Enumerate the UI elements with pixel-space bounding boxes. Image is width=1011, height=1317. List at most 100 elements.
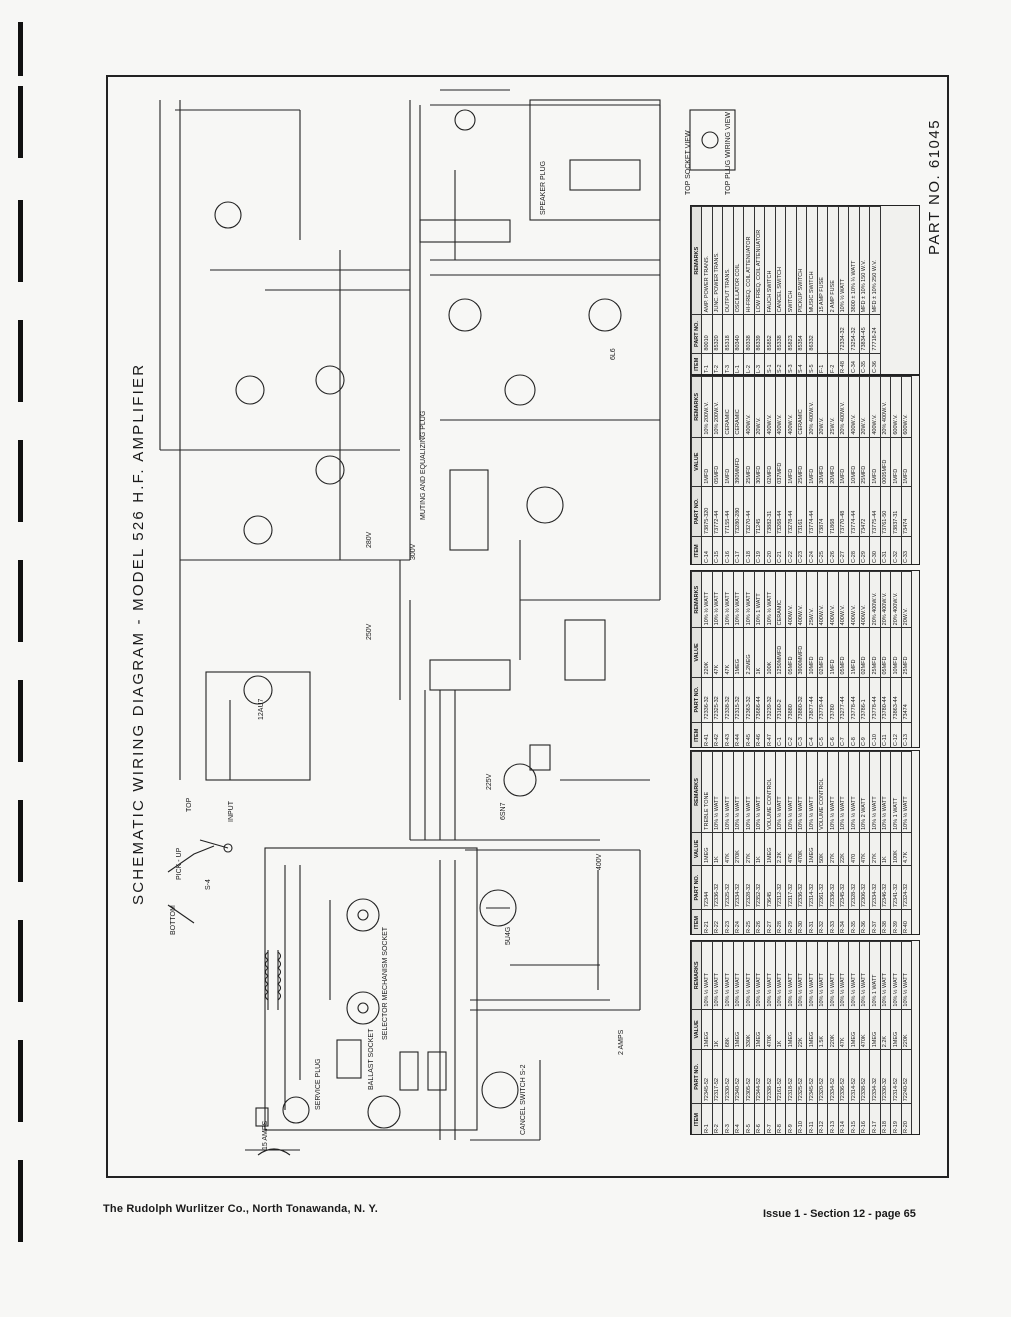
table-cell: 10% ½ WATT xyxy=(848,751,859,833)
table-cell: CANCEL SWITCH xyxy=(775,206,786,315)
table-cell: 10% 200W.V. xyxy=(701,376,712,438)
table-cell: C-2 xyxy=(785,722,796,747)
table-cell: 72305-52 xyxy=(743,1049,754,1104)
table-cell: R-28 xyxy=(775,909,786,934)
table-cell xyxy=(817,314,828,354)
table-cell: 10% ½ WATT xyxy=(838,941,849,1010)
table-cell: 400W.V. xyxy=(817,571,828,628)
table-cell: 72361-32 xyxy=(817,865,828,910)
table-cell: 10% ½ WATT xyxy=(722,571,733,628)
table-cell: 10% ½ WATT xyxy=(880,751,891,833)
table-cell: R-45 xyxy=(743,722,754,747)
table-cell: 10% ½ WATT xyxy=(848,941,859,1010)
table-cell: 400W.V. xyxy=(785,571,796,628)
table-cell: CERAMIC xyxy=(722,376,733,438)
table-cell: 72344-52 xyxy=(754,1049,765,1104)
table-cell: 22K xyxy=(838,832,849,866)
binding-mark xyxy=(18,200,23,282)
table-cell: 15 AMP FUSE xyxy=(817,206,828,315)
table-cell: 85852 xyxy=(764,314,775,354)
table-cell: C-19 xyxy=(754,536,765,564)
label-muting-plug: MUTING AND EQUALIZING PLUG xyxy=(420,410,427,520)
output-stage xyxy=(409,104,661,841)
table-cell: R-31 xyxy=(806,909,817,934)
table-cell: C-21 xyxy=(775,536,786,564)
table-cell: C-15 xyxy=(712,536,723,564)
table-cell: 1MEG xyxy=(701,832,712,866)
table-cell: 73278-44 xyxy=(785,486,796,537)
table-cell: C-6 xyxy=(827,722,838,747)
table-cell: 73160-2 xyxy=(775,677,786,723)
label-tube-5u4g: 5U4G xyxy=(505,926,512,945)
table-cell: 72328-32 xyxy=(743,865,754,910)
table-cell: R-20 xyxy=(901,1103,912,1134)
table-cell: L-2 xyxy=(743,353,754,374)
table-cell: PICKUP SWITCH xyxy=(796,206,807,315)
table-cell: R-33 xyxy=(827,909,838,934)
table-cell: 73779-44 xyxy=(817,677,828,723)
table-cell: 73277-44 xyxy=(838,677,849,723)
table-cell: 72330-52 xyxy=(722,1049,733,1104)
table-cell: 72346-32 xyxy=(880,865,891,910)
table-cell: LOW FREQ. COIL ATTENUATOR xyxy=(754,206,765,315)
table-cell: 3900MMFD xyxy=(796,627,807,678)
table-cell: 1250MMFD xyxy=(775,627,786,678)
table-cell: R-18 xyxy=(880,1103,891,1134)
table-cell: MUSIC SWITCH xyxy=(806,206,817,315)
table-cell: 10% ½ WATT xyxy=(775,941,786,1010)
table-cell: 10% ½ WATT xyxy=(733,941,744,1010)
table-cell: 1MFD xyxy=(701,437,712,487)
table-cell: 72338-52 xyxy=(764,1049,775,1104)
table-cell: MFD ± 10% 250 W.V. xyxy=(869,206,880,315)
table-cell: 72161-52 xyxy=(775,1049,786,1104)
table-cell: R-9 xyxy=(785,1103,796,1134)
table-cell: 10% 200W.V. xyxy=(712,376,723,438)
table-cell: R-48 xyxy=(838,353,849,374)
table-cell: 72314-52 xyxy=(890,1049,901,1104)
table-cell: 600W.V. xyxy=(901,376,912,438)
table-cell: 72338-52 xyxy=(859,1049,870,1104)
table-cell: R-41 xyxy=(701,722,712,747)
table-cell: C-8 xyxy=(848,722,859,747)
table-cell: R-6 xyxy=(754,1103,765,1134)
table-cell: 1MEG xyxy=(848,1009,859,1050)
table-cell: C-35 xyxy=(859,353,870,374)
table-cell: R-39 xyxy=(890,909,901,934)
table-cell: R-4 xyxy=(733,1103,744,1134)
table-header-cell: PART NO. xyxy=(691,486,702,537)
table-cell: 100K xyxy=(764,627,775,678)
table-cell: 10% 1 WATT xyxy=(754,571,765,628)
table-cell: 80340 xyxy=(733,314,744,354)
table-cell: 400W.V. xyxy=(764,376,775,438)
table-cell: 10% 1 WATT xyxy=(869,941,880,1010)
table-cell: 2 AMP FUSE xyxy=(827,206,838,315)
table-cell: R-2 xyxy=(712,1103,723,1134)
binding-mark xyxy=(18,1040,23,1122)
table-cell: 1MEG xyxy=(806,1009,817,1050)
table-cell: 85318 xyxy=(722,314,733,354)
label-tube-12au7: 12AU7 xyxy=(258,698,265,720)
table-cell: 47K xyxy=(712,627,723,678)
label-fuse-15: 15 AMPS xyxy=(262,1120,269,1150)
table-cell: 73686-44 xyxy=(754,677,765,723)
